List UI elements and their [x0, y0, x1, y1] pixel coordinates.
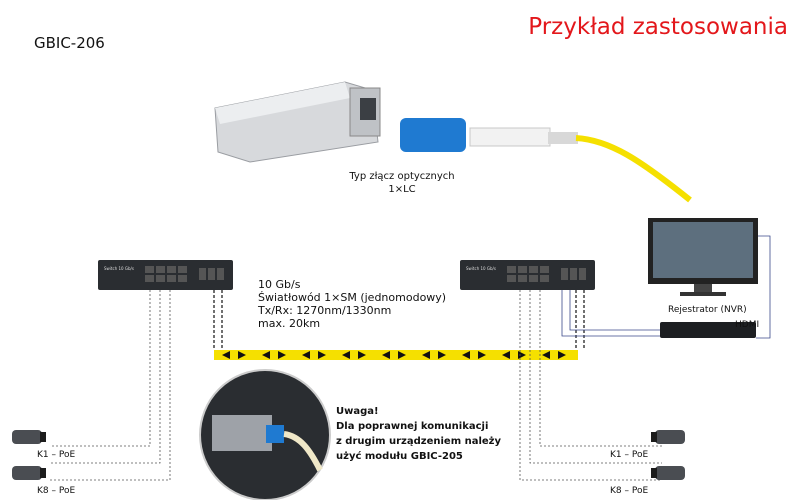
spec-wavelength: Tx/Rx: 1270nm/1330nm — [258, 304, 392, 317]
model-label: GBIC-206 — [34, 34, 105, 52]
monitor-icon — [648, 218, 758, 296]
spec-distance: max. 20km — [258, 317, 321, 330]
camera-label-right-top: K1 – PoE — [610, 450, 649, 460]
camera-icon — [651, 466, 685, 480]
warning-heading: Uwaga! — [336, 406, 379, 417]
spec-fiber: Światłowód 1×SM (jednomodowy) — [258, 291, 447, 304]
page-title: Przykład zastosowania — [528, 14, 788, 40]
connector-type-label: Typ złącz optycznych — [349, 171, 455, 182]
sfp-module-illustration — [214, 81, 381, 163]
warning-line: Dla poprawnej komunikacji — [336, 421, 489, 432]
fiber-cable-illustration — [575, 135, 692, 203]
lc-connector-illustration — [400, 118, 578, 152]
connector-type-value: 1×LC — [388, 184, 416, 195]
warning-line: użyć modułu GBIC-205 — [336, 451, 463, 462]
camera-label-left-top: K1 – PoE — [37, 450, 76, 460]
connector-caption: Typ złącz optycznych 1×LC — [322, 170, 482, 196]
right-switch-label: Switch 10 Gb/s — [466, 266, 496, 271]
left-switch — [98, 260, 233, 290]
nvr-cable — [561, 235, 771, 339]
camera-label-left-bottom: K8 – PoE — [37, 486, 76, 496]
spec-speed: 10 Gb/s — [258, 278, 301, 291]
camera-icon — [651, 430, 685, 444]
right-switch — [460, 260, 595, 290]
warning-note: Uwaga! Dla poprawnej komunikacji z drugi… — [336, 404, 501, 464]
left-camera-cables — [50, 290, 171, 481]
right-camera-cables — [519, 290, 662, 481]
fiber-drop-lines — [213, 290, 585, 350]
camera-icon — [12, 430, 46, 444]
camera-label-right-bottom: K8 – PoE — [610, 486, 649, 496]
hdmi-label: HDMI — [735, 320, 760, 330]
fiber-link-band — [214, 350, 578, 360]
warning-line: z drugim urządzeniem należy — [336, 436, 502, 447]
nvr-label: Rejestrator (NVR) — [668, 305, 747, 315]
nvr-icon — [660, 322, 756, 338]
spec-block: 10 Gb/s Światłowód 1×SM (jednomodowy) Tx… — [258, 278, 446, 330]
left-switch-label: Switch 10 Gb/s — [104, 266, 134, 271]
camera-icon — [12, 466, 46, 480]
inset-photo — [199, 369, 331, 500]
